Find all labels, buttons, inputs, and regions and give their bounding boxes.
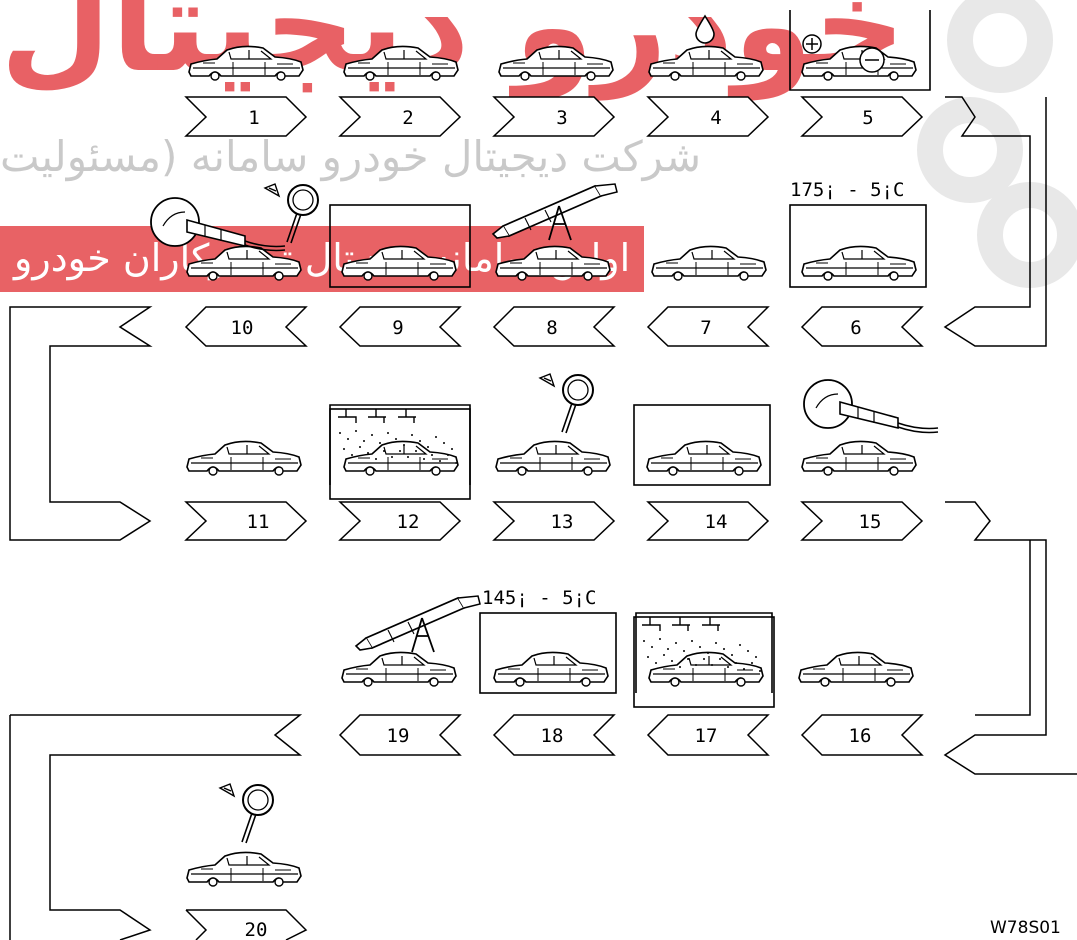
car-body-icon [499,46,613,80]
step-label-11: 11 [247,511,270,533]
step-label-1: 1 [248,107,259,129]
magnifier-icon [540,374,593,433]
step-label-8: 8 [546,317,557,339]
car-body-icon [802,246,916,280]
magnifier-icon [220,784,273,843]
sealant-gun-icon [356,596,480,652]
step-label-14: 14 [705,511,728,533]
step-label-7: 7 [700,317,711,339]
step-label-19: 19 [387,725,410,747]
car-body-icon [187,441,301,475]
step-label-3: 3 [556,107,567,129]
step-label-15: 15 [859,511,882,533]
step-label-9: 9 [392,317,403,339]
step-label-10: 10 [231,317,254,339]
drop-icon [696,16,714,43]
sander-icon [151,198,285,250]
car-body-icon [496,246,610,280]
step-label-20: 20 [245,919,268,940]
step-label-12: 12 [397,511,420,533]
car-body-icon [187,852,301,886]
car-body-icon [496,441,610,475]
step-label-6: 6 [850,317,861,339]
step-label-5: 5 [862,107,873,129]
car-body-icon [802,441,916,475]
step-label-18: 18 [541,725,564,747]
step-label-13: 13 [551,511,574,533]
step-label-16: 16 [849,725,872,747]
temperature-step-6: 175¡ - 5¡C [790,179,904,201]
car-body-icon [187,246,301,280]
sander-icon [804,380,938,432]
car-body-icon [344,441,458,475]
car-body-icon [799,652,913,686]
sealant-gun-icon [493,184,617,240]
car-body-icon [652,246,766,280]
step-label-2: 2 [402,107,413,129]
car-body-icon [344,46,458,80]
temperature-step-18: 145¡ - 5¡C [482,587,596,609]
car-body-icon [189,46,303,80]
step-label-4: 4 [710,107,721,129]
car-body-icon [649,46,763,80]
car-body-icon [647,441,761,475]
car-body-icon [342,652,456,686]
step-label-17: 17 [695,725,718,747]
figure-code: W78S01 [990,918,1061,938]
car-body-icon [494,652,608,686]
car-body-icon [342,246,456,280]
car-body-icon [649,652,763,686]
car-body-icon [802,46,916,80]
magnifier-icon [265,184,318,243]
